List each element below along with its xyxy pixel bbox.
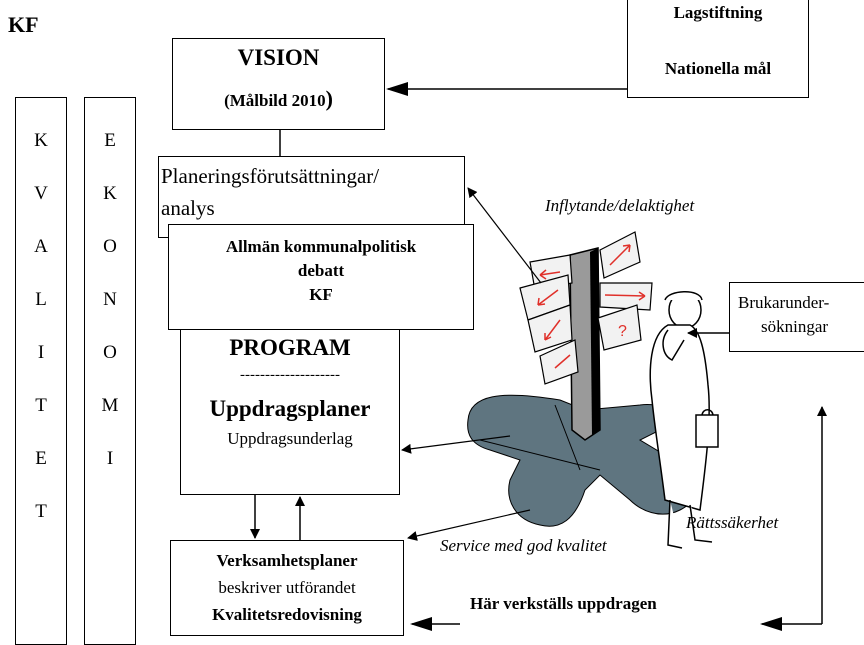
vision-box: VISION (Målbild 2010) [172,38,385,130]
kvalitet-letter: L [35,289,47,310]
service-label: Service med god kvalitet [440,536,607,555]
rattssakerhet-label: Rättssäkerhet [686,513,779,532]
debatt-line3: KF [309,285,333,304]
vision-subtitle: (Målbild 2010) [173,86,384,112]
uppdragsplaner-label: Uppdragsplaner [209,396,371,421]
program-divider: -------------------- [240,367,340,383]
debatt-line2: debatt [297,261,345,280]
ekonomi-letter: I [106,448,114,469]
shadow-lines [479,404,601,471]
ekonomi-letter: E [104,130,116,151]
ekonomi-letter: K [103,183,117,204]
beskriver-label: beskriver utförandet [218,578,356,597]
brukar-line1: Brukarunder- [738,293,830,312]
inflytande-arrow [467,187,542,284]
kvalitetsredovisning-label: Kvalitetsredovisning [212,605,362,624]
kvalitet-letter: E [35,448,47,469]
kf-label: KF [8,12,39,37]
har-verkstalls-label: Här verkställs uppdragen [470,594,657,613]
kvalitet-letter: K [34,130,48,151]
kvalitet-column: K V A L I T E T [15,97,67,645]
program-box: PROGRAM -------------------- Uppdragspla… [180,300,400,495]
lagstiftning-label: Lagstiftning [673,3,763,22]
inflytande-label: Inflytande/delaktighet [545,196,695,215]
ekonomi-letter: O [103,236,117,257]
debatt-line1: Allmän kommunalpolitisk [225,237,417,256]
kvalitet-letters: K V A L I T E T [16,114,66,538]
program-title: PROGRAM [229,335,351,360]
person-figure [649,291,719,549]
ekonomi-letters: E K O N O M I [85,114,135,485]
shadow-to-program-arrow [401,435,511,454]
vision-subtitle-text: (Målbild 2010 [224,91,326,110]
planering-line1: Planeringsförutsättningar/ [161,164,380,188]
ekonomi-column: E K O N O M I [84,97,136,645]
verksamhet-box: Verksamhetsplaner beskriver utförandet K… [170,540,404,636]
kvalitet-letter: T [35,501,47,522]
brukar-line2: sökningar [761,317,829,336]
brukar-box: Brukarunder- sökningar [729,282,864,352]
nationella-mal-label: Nationella mål [664,59,772,78]
planering-line2: analys [161,196,215,220]
signpost-signs [519,231,653,385]
kvalitet-letter: T [35,395,47,416]
question-mark-icon: ? [618,323,627,340]
lagstiftning-box: Lagstiftning Nationella mål [627,0,809,98]
ekonomi-letter: M [101,395,119,416]
ekonomi-letter: O [103,342,117,363]
verksamhetsplaner-label: Verksamhetsplaner [216,551,358,570]
kvalitet-letter: A [34,236,48,257]
vision-title: VISION [237,45,320,70]
vision-subtitle-paren: ) [325,86,333,111]
kvalitet-letter: V [34,183,48,204]
ekonomi-letter: N [103,289,117,310]
debatt-box: Allmän kommunalpolitisk debatt KF [168,224,474,330]
signpost-sign-arrows [537,244,646,369]
service-arrow [407,509,531,541]
kvalitet-letter: I [37,342,45,363]
uppdragsunderlag-label: Uppdragsunderlag [227,429,353,448]
